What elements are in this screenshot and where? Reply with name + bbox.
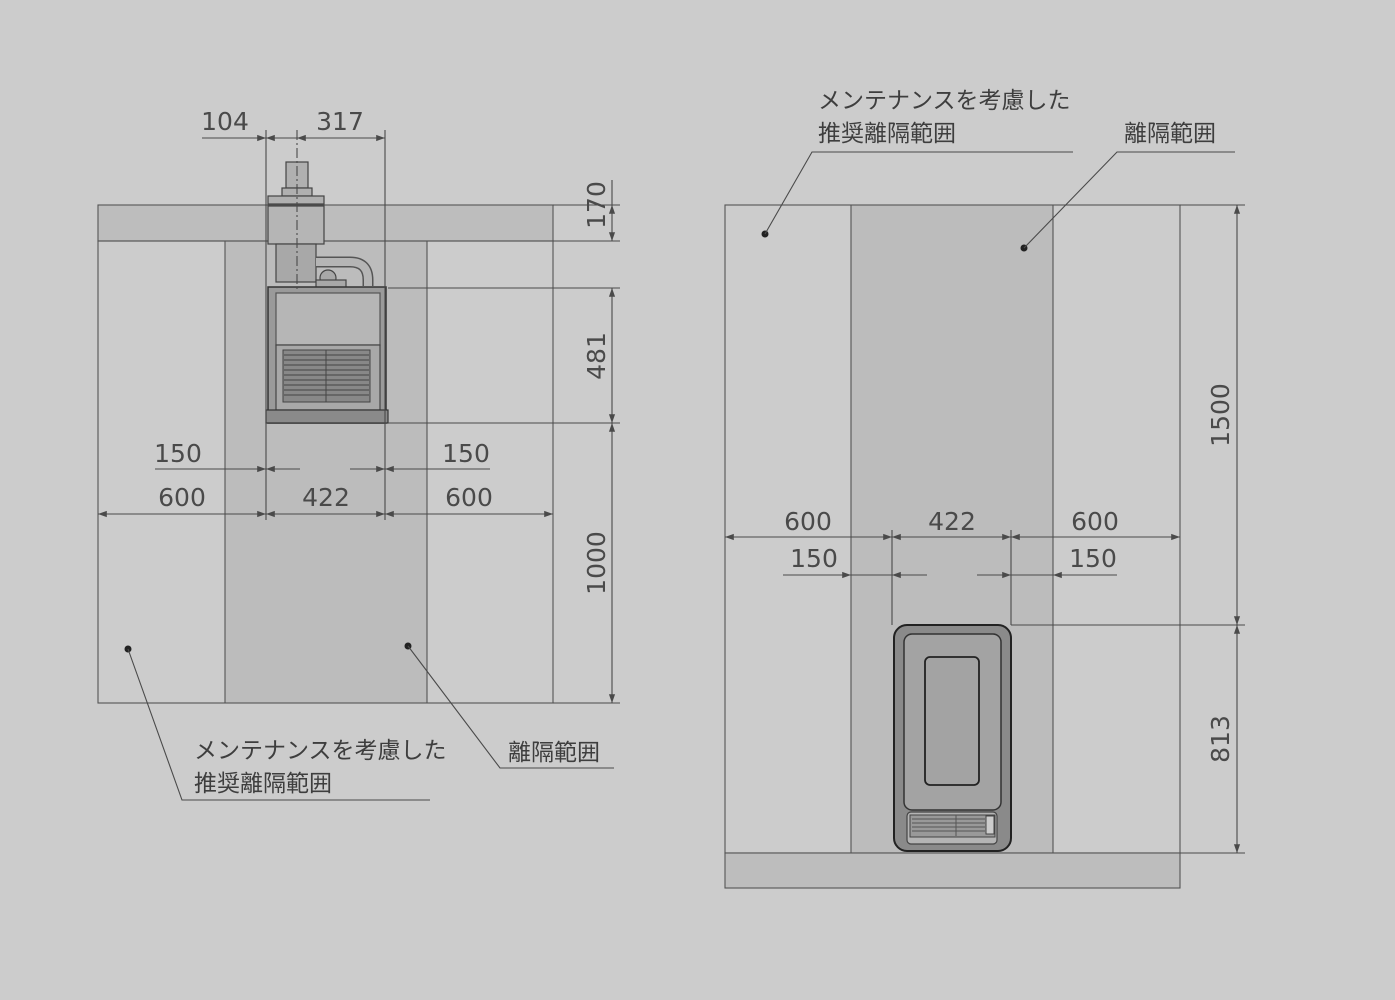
top-wall-band [97, 204, 554, 242]
dim-104: 104 [201, 107, 249, 136]
top-label-recommended-1: メンテナンスを考慮した [194, 738, 447, 764]
front-dim-813: 813 [1206, 715, 1235, 763]
front-dim-422: 422 [928, 507, 976, 536]
front-floor-band [724, 852, 1181, 889]
dim-481: 481 [582, 332, 611, 380]
dim-150-left: 150 [154, 439, 202, 468]
front-dim-150-right: 150 [1069, 544, 1117, 573]
dim-600-right: 600 [445, 483, 493, 512]
dim-150-right: 150 [442, 439, 490, 468]
dim-422: 422 [302, 483, 350, 512]
front-label-recommended-2: 推奨離隔範囲 [818, 121, 956, 147]
front-dim-1500: 1500 [1206, 383, 1235, 447]
top-label-clearance: 離隔範囲 [508, 740, 600, 766]
front-view: 600 422 600 150 150 1500 813 メンテナンスを考慮した… [724, 88, 1245, 889]
top-view: 104 317 170 481 1000 150 150 600 422 600… [97, 107, 620, 801]
top-recommended-zone [97, 240, 554, 704]
heater-top-view [265, 161, 389, 424]
dim-1000: 1000 [582, 531, 611, 595]
front-label-clearance: 離隔範囲 [1124, 121, 1216, 147]
heater-front-view [893, 624, 1012, 852]
dim-317: 317 [316, 107, 364, 136]
dim-170: 170 [582, 181, 611, 229]
front-dim-150-left: 150 [790, 544, 838, 573]
front-dim-600-left: 600 [784, 507, 832, 536]
top-label-recommended-2: 推奨離隔範囲 [194, 771, 332, 797]
front-label-recommended-1: メンテナンスを考慮した [818, 88, 1071, 114]
front-dim-600-right: 600 [1071, 507, 1119, 536]
dim-600-left: 600 [158, 483, 206, 512]
